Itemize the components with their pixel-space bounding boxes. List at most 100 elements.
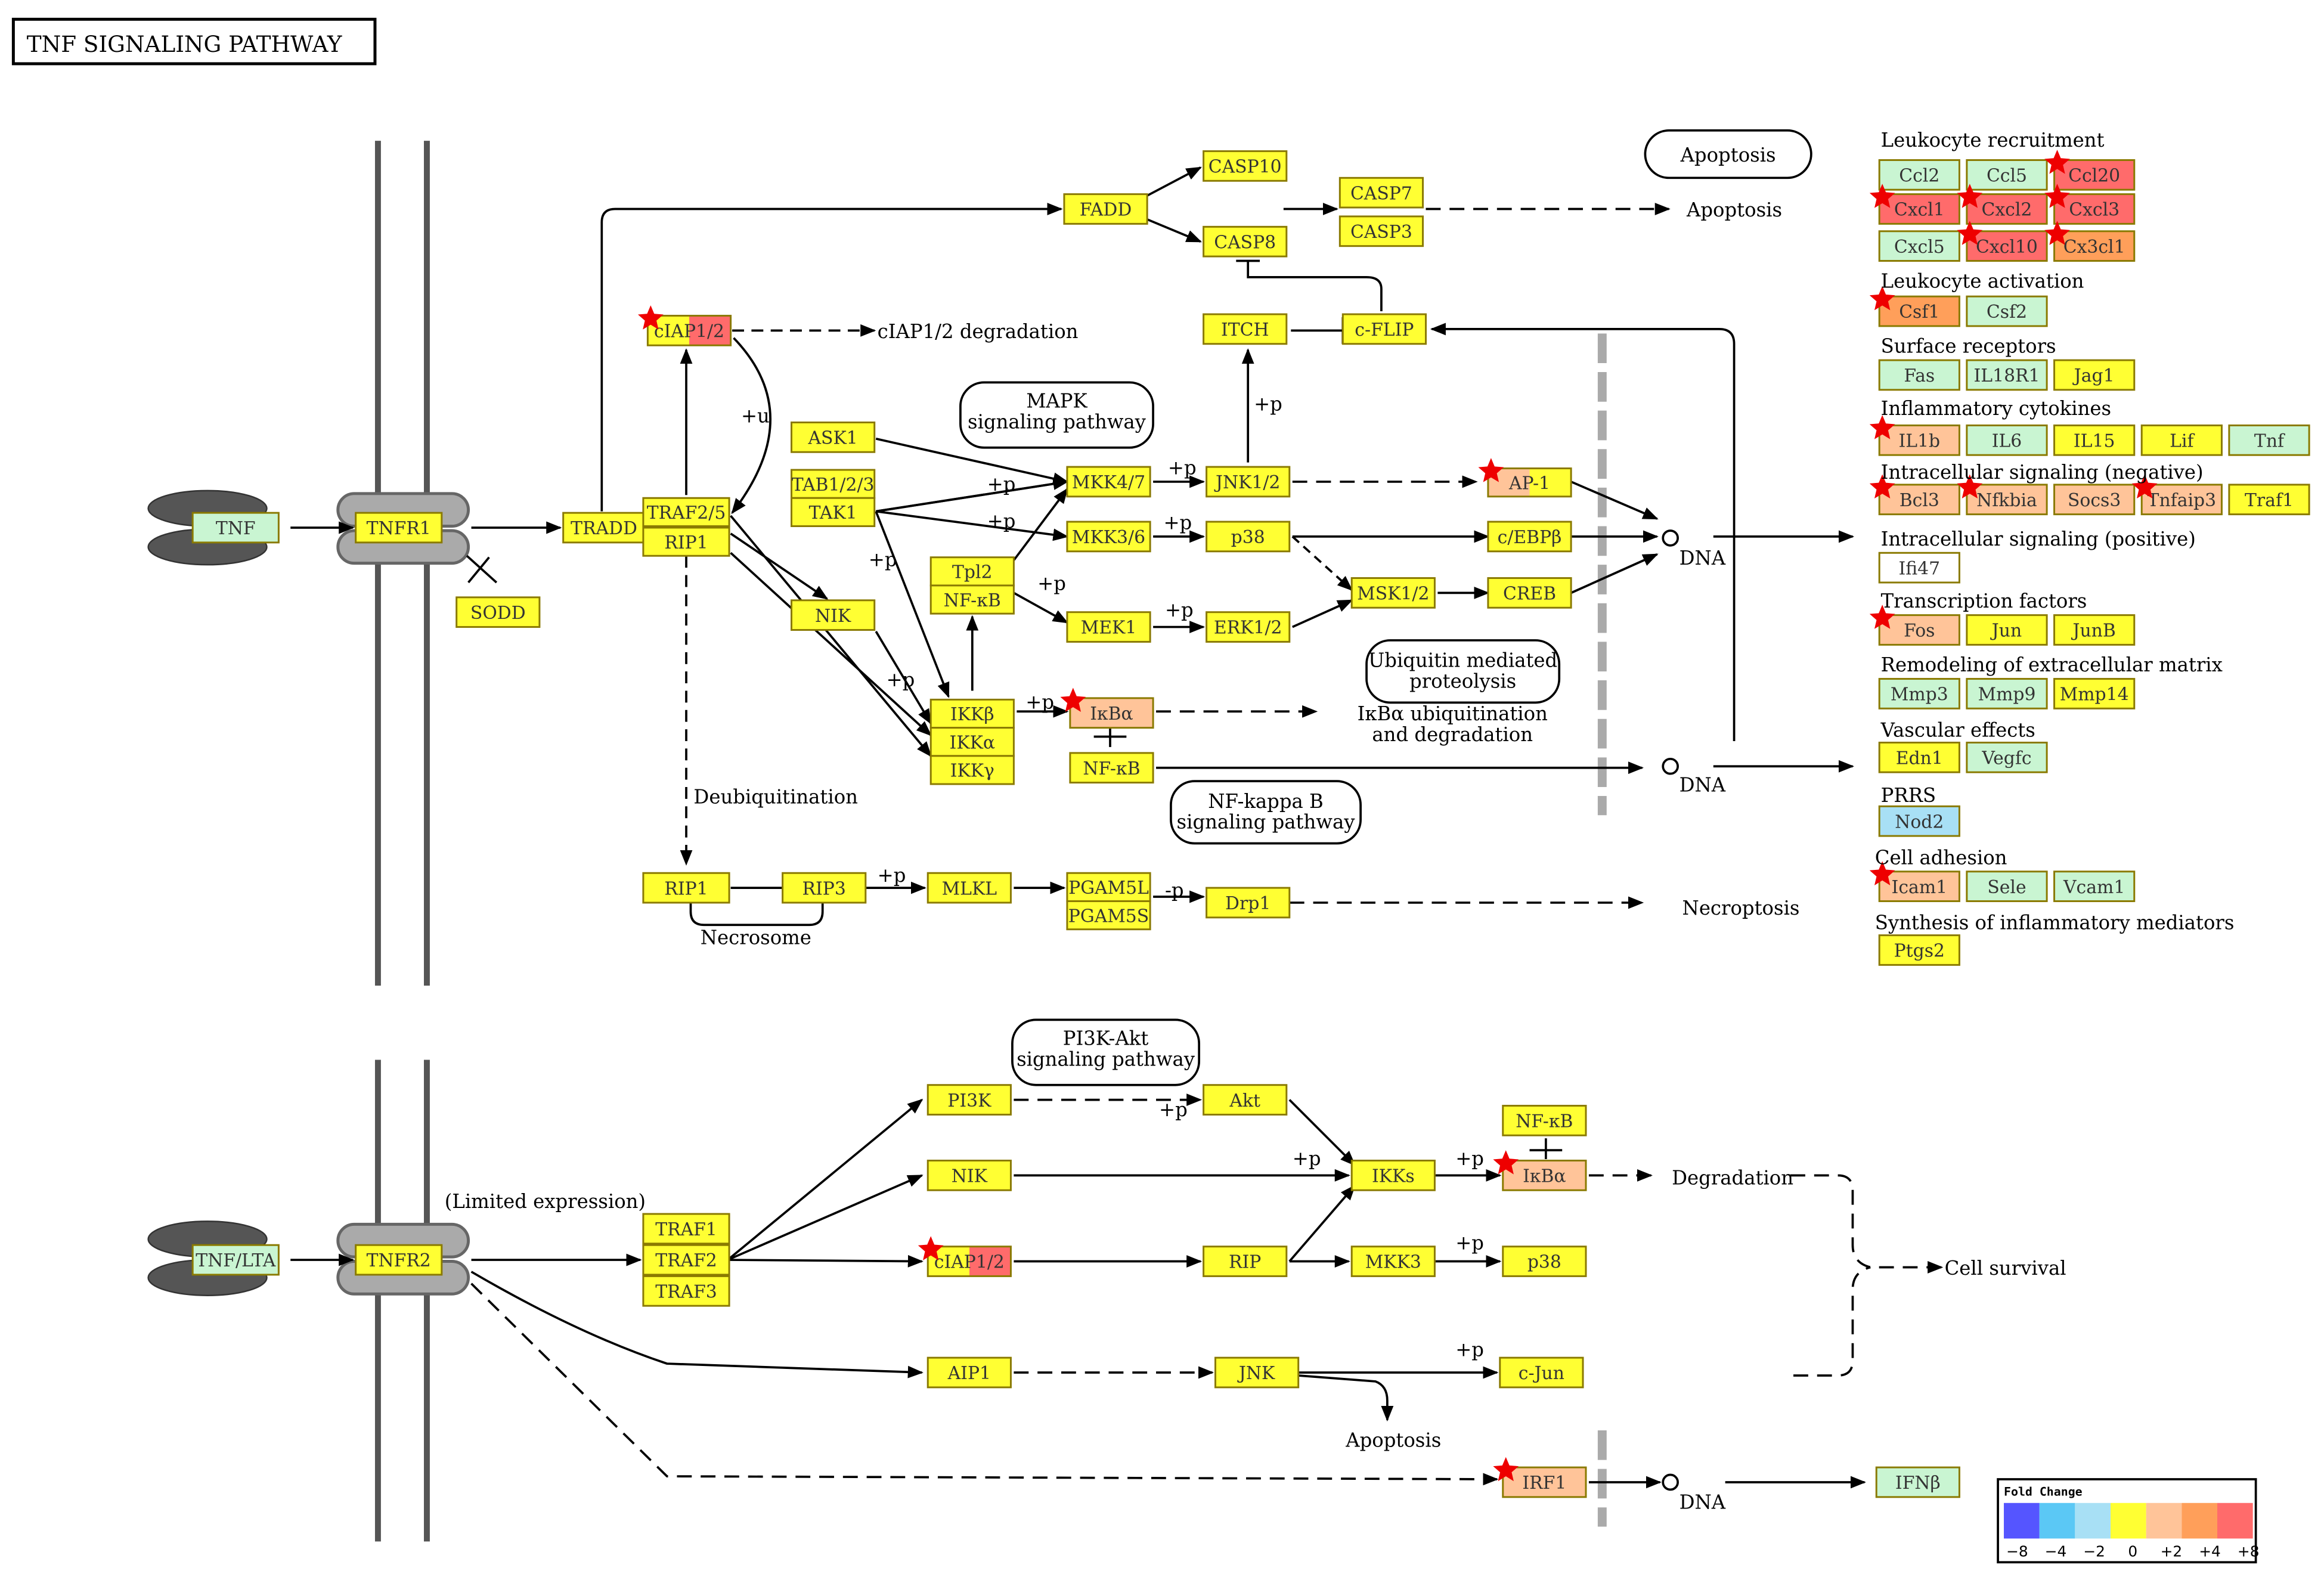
gene-tpl2[interactable]: Tpl2 [929, 556, 1015, 587]
gene-box[interactable] [2228, 484, 2310, 516]
gene-box[interactable] [1878, 159, 1960, 191]
gene-tnfr2[interactable]: TNFR2 [355, 1244, 443, 1276]
gene-box[interactable] [929, 755, 1015, 785]
gene-nik2[interactable]: NIK [926, 1160, 1012, 1191]
gene-ikks[interactable]: IKKs [1350, 1160, 1436, 1191]
gene-box[interactable] [1350, 1160, 1436, 1191]
gene-box[interactable] [1966, 678, 2048, 710]
gene-box[interactable] [1966, 424, 2048, 456]
gene-box[interactable] [926, 1356, 1012, 1389]
gene-box[interactable] [1878, 230, 1960, 262]
gene-box[interactable] [1487, 577, 1572, 609]
gene-box[interactable] [1203, 150, 1288, 182]
gene-traf1b[interactable]: Traf1 [2228, 484, 2310, 516]
gene-ifi47[interactable]: Ifi47 [1878, 552, 1960, 584]
gene-cxcl1[interactable]: Cxcl1 [1869, 184, 1960, 225]
gene-mkk47[interactable]: MKK4/7 [1066, 466, 1151, 498]
gene-box[interactable] [1203, 225, 1288, 258]
gene-box[interactable] [1502, 1466, 1587, 1498]
gene-box[interactable] [2053, 159, 2136, 191]
gene-box[interactable] [1341, 313, 1427, 345]
gene-il6[interactable]: IL6 [1966, 424, 2048, 456]
gene-box[interactable] [642, 1275, 730, 1307]
gene-akt[interactable]: Akt [1203, 1084, 1288, 1116]
gene-ccl20[interactable]: Ccl20 [2044, 150, 2136, 191]
gene-ikkg[interactable]: IKKγ [929, 755, 1015, 785]
gene-mek1[interactable]: MEK1 [1066, 611, 1151, 643]
gene-cx3cl1[interactable]: Cx3cl1 [2044, 221, 2136, 262]
gene-box[interactable] [191, 512, 280, 544]
gene-box[interactable] [1878, 484, 1960, 516]
gene-ccl2[interactable]: Ccl2 [1878, 159, 1960, 191]
gene-box[interactable] [926, 1084, 1012, 1116]
gene-p38b[interactable]: p38 [1502, 1246, 1587, 1277]
gene-tak1[interactable]: TAK1 [791, 497, 876, 528]
gene-box[interactable] [642, 526, 730, 557]
gene-box[interactable] [1966, 614, 2048, 646]
gene-box[interactable] [2053, 871, 2136, 902]
gene-box[interactable] [2053, 484, 2136, 516]
gene-ask1[interactable]: ASK1 [791, 422, 876, 453]
gene-box[interactable] [1214, 1356, 1300, 1389]
gene-box[interactable] [1878, 805, 1960, 837]
gene-box[interactable] [1966, 230, 2048, 262]
gene-il18r1[interactable]: IL18R1 [1966, 359, 2048, 391]
gene-box[interactable] [2228, 424, 2310, 456]
gene-cjun[interactable]: c-Jun [1499, 1356, 1584, 1389]
gene-box[interactable] [2053, 678, 2136, 710]
gene-socs3[interactable]: Socs3 [2053, 484, 2136, 516]
gene-box[interactable] [1878, 552, 1960, 584]
gene-ikka[interactable]: IKKα [929, 727, 1015, 757]
gene-box[interactable] [191, 1244, 280, 1276]
gene-nfkbia[interactable]: Nfkbia [1957, 474, 2048, 516]
gene-box[interactable] [1878, 871, 1960, 902]
gene-box[interactable] [791, 497, 876, 528]
gene-box[interactable] [1338, 215, 1424, 247]
gene-mmp9[interactable]: Mmp9 [1966, 678, 2048, 710]
gene-box[interactable] [1878, 295, 1960, 327]
gene-lif[interactable]: Lif [2140, 424, 2223, 456]
gene-box[interactable] [926, 872, 1012, 904]
gene-box[interactable] [1203, 1246, 1288, 1277]
gene-ciap12b[interactable]: cIAP1/2 [918, 1236, 1012, 1277]
gene-tnf2[interactable]: Tnf [2228, 424, 2310, 456]
gene-msk12[interactable]: MSK1/2 [1350, 577, 1436, 609]
gene-jnk[interactable]: JNK [1214, 1356, 1300, 1389]
gene-box[interactable] [2053, 359, 2136, 391]
gene-bcl3[interactable]: Bcl3 [1869, 474, 1960, 516]
gene-casp8[interactable]: CASP8 [1203, 225, 1288, 258]
gene-box[interactable] [1966, 359, 2048, 391]
gene-box[interactable] [642, 872, 730, 904]
gene-pgamsl[interactable]: PGAM5L [1066, 872, 1151, 902]
gene-vcam1[interactable]: Vcam1 [2053, 871, 2136, 902]
gene-fos[interactable]: Fos [1869, 605, 1960, 646]
gene-box[interactable] [1966, 484, 2048, 516]
gene-mkk3[interactable]: MKK3 [1350, 1246, 1436, 1277]
gene-box[interactable] [1206, 887, 1291, 919]
gene-box[interactable] [1878, 934, 1960, 966]
gene-box[interactable] [1069, 752, 1154, 784]
gene-sodd[interactable]: SODD [455, 596, 541, 628]
gene-junb[interactable]: JunB [2053, 614, 2136, 646]
gene-tab123[interactable]: TAB1/2/3 [791, 469, 876, 499]
gene-ikkb[interactable]: IKKβ [929, 698, 1015, 729]
gene-vegfc[interactable]: Vegfc [1966, 741, 2048, 773]
gene-box[interactable] [791, 422, 876, 453]
gene-il1b[interactable]: IL1b [1869, 415, 1960, 456]
gene-box[interactable] [1878, 193, 1960, 225]
gene-box[interactable] [1206, 611, 1291, 643]
gene-mkk36[interactable]: MKK3/6 [1066, 521, 1151, 553]
gene-box[interactable] [926, 1160, 1012, 1191]
gene-ptgs2[interactable]: Ptgs2 [1878, 934, 1960, 966]
gene-jag1[interactable]: Jag1 [2053, 359, 2136, 391]
gene-aip1[interactable]: AIP1 [926, 1356, 1012, 1389]
gene-box[interactable] [1878, 359, 1960, 391]
gene-mlkl[interactable]: MLKL [926, 872, 1012, 904]
gene-box[interactable] [926, 1246, 1012, 1277]
gene-erk12[interactable]: ERK1/2 [1206, 611, 1291, 643]
gene-box[interactable] [2053, 424, 2136, 456]
gene-tradd[interactable]: TRADD [562, 512, 646, 544]
gene-fadd[interactable]: FADD [1063, 193, 1148, 225]
gene-tnfaip3[interactable]: Tnfaip3 [2131, 474, 2223, 516]
gene-box[interactable] [1203, 1084, 1288, 1116]
